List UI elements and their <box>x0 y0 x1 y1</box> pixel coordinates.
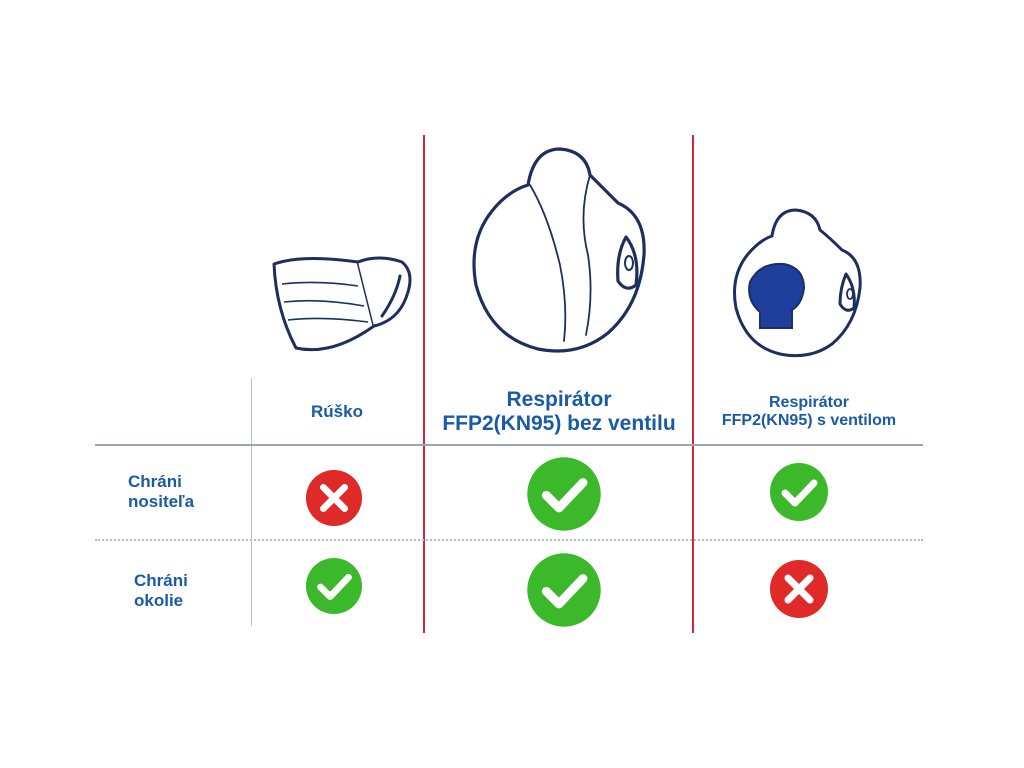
check-mark-icon <box>769 462 829 522</box>
column-divider-2 <box>692 135 694 633</box>
surgical-mask-icon <box>262 240 414 358</box>
header-divider <box>95 444 923 446</box>
respirator-icon <box>468 145 658 363</box>
column-title-respirator-no-valve: Respirátor FFP2(KN95) bez ventilu <box>442 388 676 435</box>
check-mark-icon <box>305 557 363 615</box>
column-title-surgical-mask: Rúško <box>311 402 363 421</box>
row-divider <box>95 539 923 541</box>
row-label-protects-others: Chráni okolie <box>134 571 188 611</box>
column-title-respirator-valve: Respirátor FFP2(KN95) s ventilom <box>721 394 897 429</box>
check-mark-icon <box>526 552 602 628</box>
row-label-protects-wearer: Chráni nositeľa <box>128 472 195 512</box>
column-divider-1 <box>423 135 425 633</box>
respirator-with-valve-icon <box>730 208 866 364</box>
cross-mark-icon <box>305 469 363 527</box>
label-column-divider <box>251 378 252 626</box>
check-mark-icon <box>526 456 602 532</box>
cross-mark-icon <box>769 559 829 619</box>
